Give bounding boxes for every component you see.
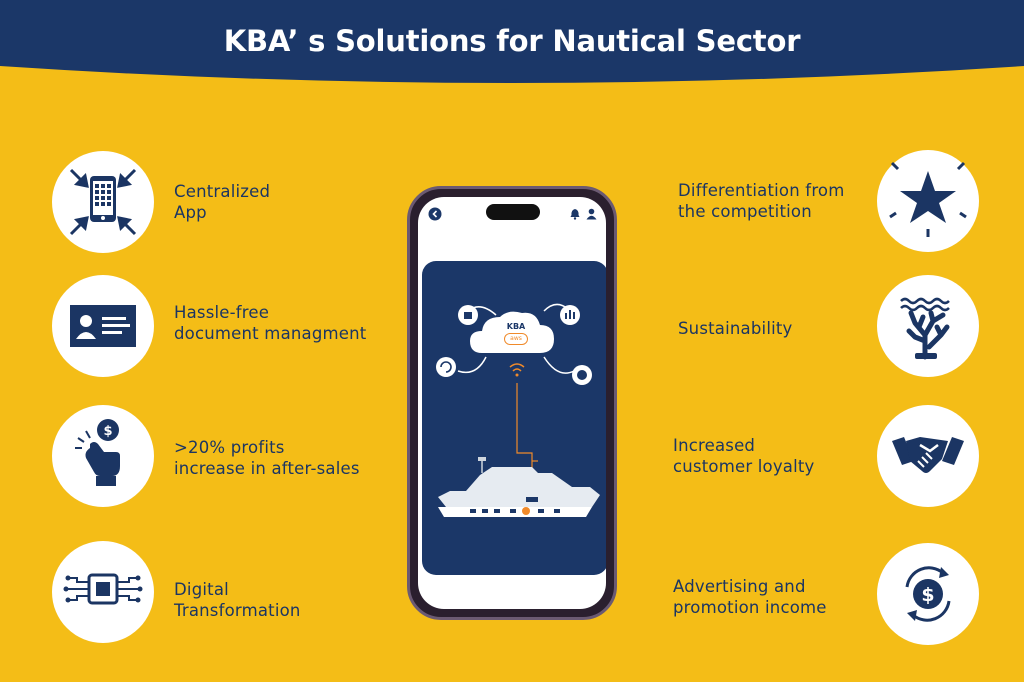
phone-arrows-icon	[52, 151, 154, 253]
banner-shape	[0, 0, 1024, 83]
cloud-sub-label: aws	[504, 333, 528, 345]
phone-mockup: KBA aws	[407, 186, 617, 620]
handshake-icon	[877, 405, 979, 507]
star-burst-icon	[877, 150, 979, 252]
cloud-label: KBA	[506, 322, 526, 331]
boat-cloud-illustration	[436, 303, 600, 517]
svg-text:$: $	[103, 424, 112, 439]
page-title: KBA’ s Solutions for Nautical Sector	[223, 24, 801, 58]
id-card-icon	[52, 275, 154, 377]
label-sustainability: Sustainability	[678, 319, 793, 338]
phone-screen: KBA aws	[418, 197, 606, 609]
dollar-cycle-icon: $	[877, 543, 979, 645]
chip-icon	[52, 541, 154, 643]
app-panel: KBA aws	[422, 261, 606, 575]
bell-icon[interactable]	[570, 208, 580, 220]
svg-text:$: $	[921, 584, 934, 606]
coral-icon	[877, 275, 979, 377]
back-icon[interactable]	[428, 207, 442, 221]
hand-coin-icon: $	[52, 405, 154, 507]
title-banner: KBA’ s Solutions for Nautical Sector	[0, 0, 1024, 100]
user-icon[interactable]	[586, 208, 597, 220]
phone-notch	[486, 204, 540, 220]
